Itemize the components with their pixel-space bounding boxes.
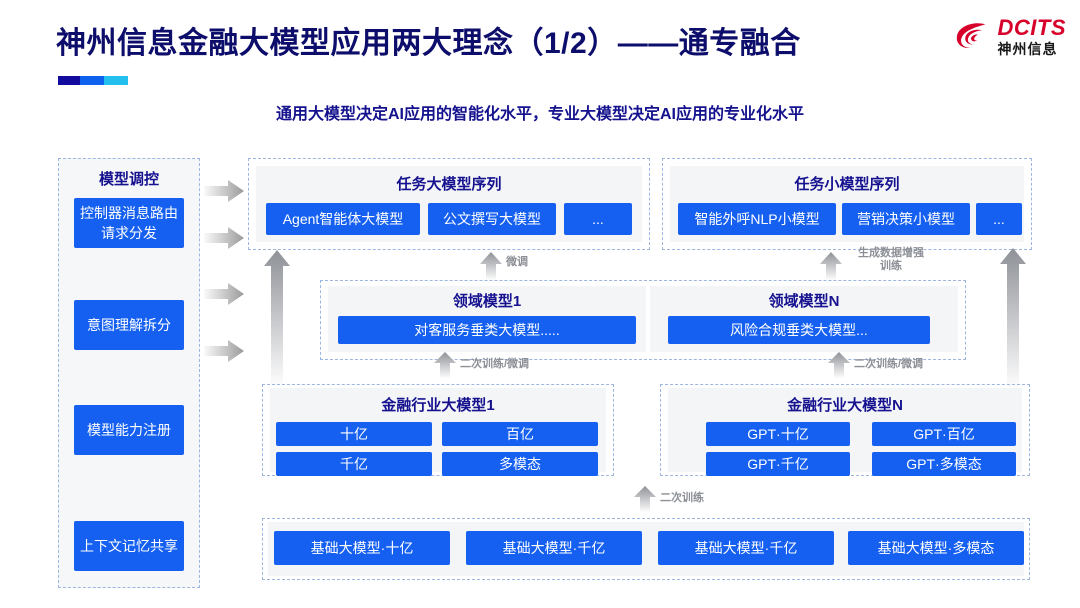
flow-arrow-right-2 — [204, 227, 244, 249]
arrow-label-data-augment: 生成数据增强 训练 — [858, 247, 924, 272]
flow-arrow-up-finetune — [480, 252, 502, 280]
flow-arrow-up-retrain-left — [434, 352, 456, 378]
control-item-context[interactable]: 上下文记忆共享 — [74, 521, 184, 571]
flow-arrow-up-data-augment — [820, 252, 842, 280]
finance-model-n-item-2[interactable]: GPT·百亿 — [872, 422, 1016, 446]
finance-model-1-title: 金融行业大模型1 — [381, 397, 495, 414]
domain-model-n-title: 领域模型N — [768, 293, 840, 310]
domain-model-panel — [320, 280, 966, 360]
flow-arrow-right-4 — [204, 340, 244, 362]
domain-model-n-item[interactable]: 风险合规垂类大模型... — [668, 316, 930, 344]
control-item-intent[interactable]: 意图理解拆分 — [74, 300, 184, 350]
task-small-sequence-title: 任务小模型序列 — [794, 176, 900, 193]
task-big-sequence-title: 任务大模型序列 — [396, 176, 502, 193]
accent-segment-1 — [58, 76, 80, 85]
page-title: 神州信息金融大模型应用两大理念（1/2）——通专融合 — [56, 27, 801, 60]
arrow-label-finetune: 微调 — [506, 256, 528, 268]
arrow-label-retrain-finetune-right: 二次训练/微调 — [854, 358, 924, 370]
flow-arrow-up-left-tall — [264, 250, 290, 386]
accent-bar — [58, 76, 128, 85]
control-item-router[interactable]: 控制器消息路由请求分发 — [74, 198, 184, 248]
base-model-item-3[interactable]: 基础大模型·千亿 — [658, 531, 834, 565]
task-small-item-marketing[interactable]: 营销决策小模型 — [842, 203, 970, 235]
logo-text-cn: 神州信息 — [997, 40, 1058, 57]
arrow-label-retrain: 二次训练 — [660, 492, 704, 504]
flow-arrow-up-right-tall — [1000, 248, 1026, 388]
control-column-title: 模型调控 — [98, 171, 159, 188]
base-model-panel — [262, 518, 1030, 580]
finance-model-1-item-4[interactable]: 多模态 — [442, 452, 598, 476]
task-big-item-doc[interactable]: 公文撰写大模型 — [428, 203, 556, 235]
page-subtitle: 通用大模型决定AI应用的智能化水平，专业大模型决定AI应用的专业化水平 — [275, 106, 804, 123]
flow-arrow-up-retrain — [634, 486, 656, 512]
accent-segment-2 — [80, 76, 104, 85]
domain-model-1-item[interactable]: 对客服务垂类大模型..... — [338, 316, 636, 344]
finance-model-n-item-3[interactable]: GPT·千亿 — [706, 452, 850, 476]
arrow-label-retrain-finetune-left: 二次训练/微调 — [460, 358, 530, 370]
finance-model-1-item-2[interactable]: 百亿 — [442, 422, 598, 446]
finance-model-1-item-1[interactable]: 十亿 — [276, 422, 432, 446]
finance-model-n-item-1[interactable]: GPT·十亿 — [706, 422, 850, 446]
task-small-item-more[interactable]: ... — [976, 203, 1022, 235]
base-model-item-2[interactable]: 基础大模型·千亿 — [466, 531, 642, 565]
finance-model-1-panel — [262, 384, 614, 476]
base-model-item-1[interactable]: 基础大模型·十亿 — [274, 531, 450, 565]
logo-text-en: DCITS — [997, 14, 1066, 40]
brand-logo: DCITS 神州信息 — [952, 16, 1067, 56]
dcits-swirl-icon — [956, 23, 985, 48]
task-big-item-agent[interactable]: Agent智能体大模型 — [266, 203, 420, 235]
task-big-item-more[interactable]: ... — [564, 203, 632, 235]
base-model-item-4[interactable]: 基础大模型·多模态 — [848, 531, 1024, 565]
task-small-item-nlp[interactable]: 智能外呼NLP小模型 — [678, 203, 836, 235]
task-small-sequence-panel — [662, 158, 1032, 250]
domain-model-1-title: 领域模型1 — [452, 293, 522, 310]
flow-arrow-right-3 — [204, 283, 244, 305]
finance-model-n-title: 金融行业大模型N — [787, 397, 903, 414]
accent-segment-3 — [104, 76, 128, 85]
flow-arrow-right-1 — [204, 180, 244, 202]
task-big-sequence-panel — [248, 158, 650, 250]
finance-model-n-item-4[interactable]: GPT·多模态 — [872, 452, 1016, 476]
control-item-registry[interactable]: 模型能力注册 — [74, 405, 184, 455]
finance-model-1-item-3[interactable]: 千亿 — [276, 452, 432, 476]
flow-arrow-up-retrain-right — [828, 352, 850, 378]
